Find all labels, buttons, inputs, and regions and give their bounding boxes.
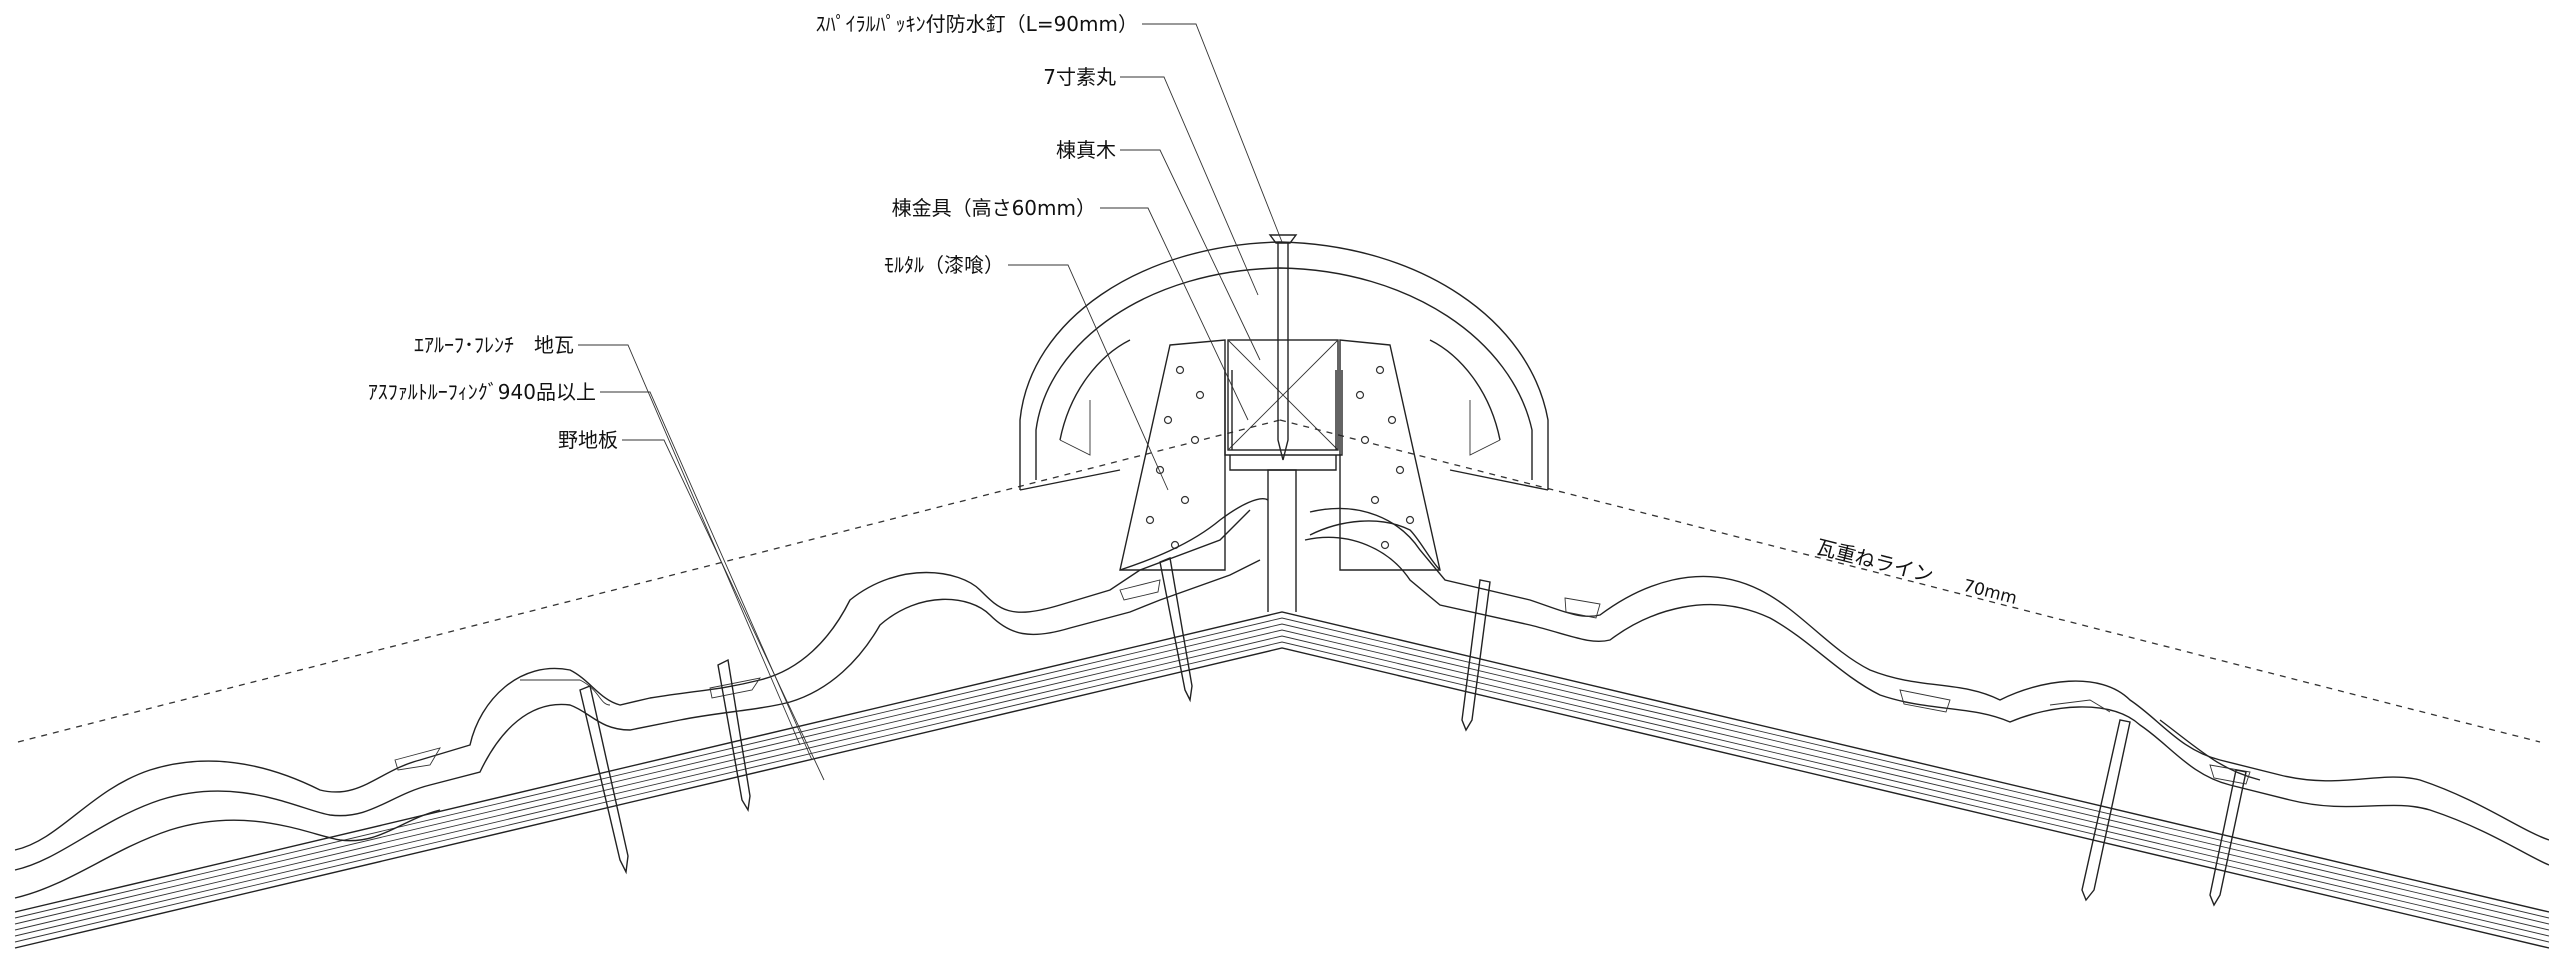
nail-right-3	[2209, 769, 2247, 907]
label-ridge-wood: 棟真木	[1056, 138, 1116, 162]
overlap-dashed-lines	[17, 419, 2541, 743]
nail-ridge	[1268, 234, 1298, 461]
label-round-tile: 7寸素丸	[1043, 65, 1116, 89]
nail-left-2	[717, 658, 751, 813]
label-overlap-dimension: 70mm	[1961, 576, 2019, 609]
ridge-edge-tiles	[1119, 498, 1441, 571]
label-overlap-line: 瓦重ねライン 70mm	[1814, 535, 2019, 609]
nail-left-1	[1159, 557, 1193, 703]
ridge-wood-and-bracket	[1224, 339, 1343, 471]
nail-right-2	[2081, 719, 2131, 902]
sheathing-board	[14, 469, 2549, 949]
label-ridge-bracket: 棟金具（高さ60mm）	[892, 196, 1096, 220]
leader-lines	[578, 23, 1283, 781]
label-mortar: ﾓﾙﾀﾙ（漆喰）	[884, 253, 1004, 277]
label-nail: ｽﾊﾟｲﾗﾙﾊﾟｯｷﾝ付防水釘（L=90mm）	[816, 12, 1138, 36]
field-tiles-left	[14, 509, 1261, 899]
nail-right-1	[1461, 579, 1491, 732]
label-sheathing: 野地板	[558, 428, 618, 452]
nail-left-3	[579, 685, 629, 875]
mortar-fill	[1119, 339, 1441, 571]
ridge-round-tile	[1019, 241, 1549, 491]
label-roofing: ｱｽﾌｧﾙﾄﾙｰﾌｨﾝｸﾞ940品以上	[368, 380, 596, 404]
label-overlap-text: 瓦重ねライン	[1814, 535, 1936, 588]
label-field-tile: ｴｱﾙｰﾌ･ﾌﾚﾝﾁ 地瓦	[414, 333, 574, 357]
